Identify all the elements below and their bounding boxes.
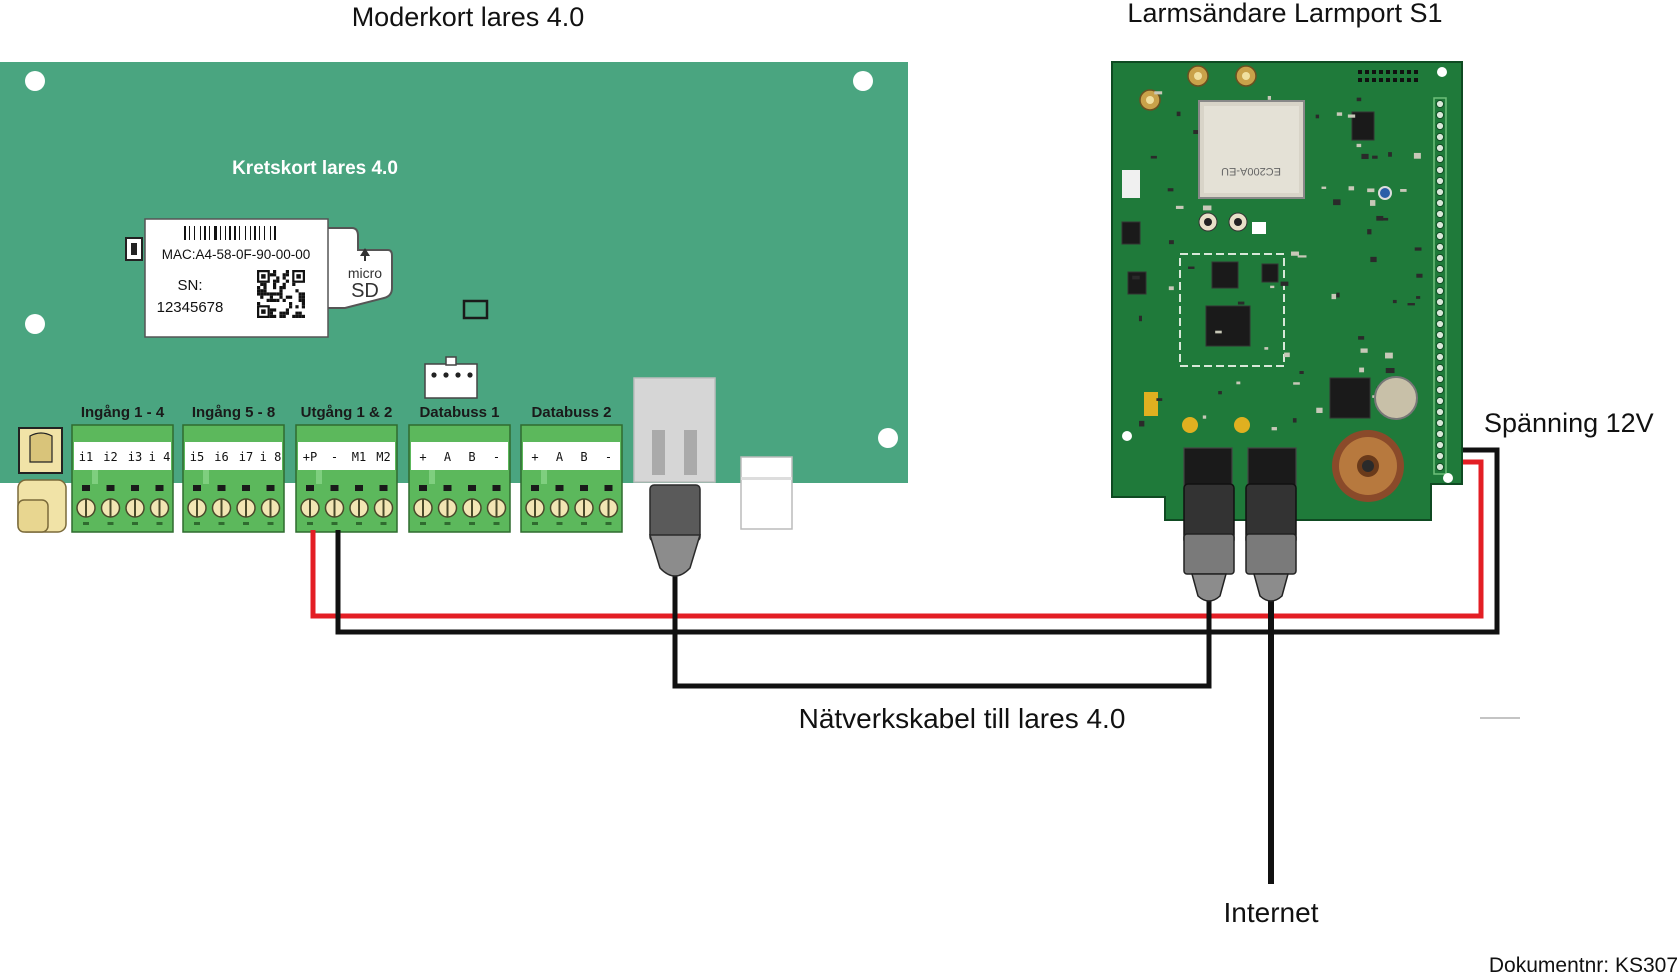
terminal-pin-label: -: [493, 450, 500, 464]
power-jack-connector: [17, 427, 67, 533]
network-plug-internet-side: [1245, 483, 1297, 602]
terminal-pin-label: i3: [128, 450, 142, 464]
serial-label: SN:: [177, 277, 202, 294]
four-pin-connector: [424, 356, 478, 399]
power-wire-black: [335, 447, 1500, 635]
terminal-pin-label: +: [419, 450, 426, 464]
terminal-block-title: Ingång 1 - 4: [81, 404, 165, 421]
terminal-pin-label: M1: [352, 450, 366, 464]
terminal-blocks: Ingång 1 - 4 i1 i2 i3 i 4 Ingång 5 - 8 i5 i6 i7 i…: [71, 404, 623, 533]
network-plug-mainboard: [648, 484, 702, 577]
board-label: Kretskort lares 4.0: [232, 158, 398, 179]
terminal-block-title: Databuss 1: [419, 404, 499, 421]
led-component: [462, 299, 489, 320]
terminal-pin-label: i 8: [260, 450, 282, 464]
mainboard-title: Moderkort lares 4.0: [352, 2, 585, 32]
terminal-pin-label: -: [605, 450, 612, 464]
power-wire-red: [310, 459, 1484, 619]
micro-sd-card: micro SD: [317, 227, 393, 309]
terminal-block-title: Utgång 1 & 2: [301, 404, 393, 421]
sd-card-text-sd: SD: [351, 280, 379, 302]
document-number: Dokumentnr: KS307: [1489, 954, 1678, 974]
coin-battery: [1374, 376, 1418, 420]
label-card: MAC:A4-58-0F-90-00-00 SN: 12345678: [144, 218, 329, 338]
terminal-pin-label: B: [468, 450, 475, 464]
terminal-pin-label: B: [580, 450, 587, 464]
terminal-block: Ingång 5 - 8 i5 i6 i7 i 8: [182, 404, 285, 533]
terminal-pin-label: -: [331, 450, 338, 464]
power-label: Spänning 12V: [1484, 408, 1654, 438]
modem-text: EC200A-EU: [1221, 165, 1281, 177]
serial-number: 12345678: [157, 299, 224, 316]
rj45-jack-1: [1183, 447, 1233, 489]
mount-hole: [25, 314, 45, 334]
terminal-pin-label: i1: [79, 450, 93, 464]
barcode: [184, 226, 276, 240]
terminal-pin-label: i 4: [149, 450, 171, 464]
terminal-pin-label: A: [444, 450, 452, 464]
button-component-core: [131, 243, 137, 255]
rj45-jack-2: [1247, 447, 1297, 489]
terminal-block: Databuss 2 + A B -: [520, 404, 623, 533]
terminal-block-title: Databuss 2: [531, 404, 611, 421]
transmitter-pcb: EC200A-EU: [1111, 61, 1463, 521]
terminal-block: Ingång 1 - 4 i1 i2 i3 i 4: [71, 404, 174, 533]
mount-hole: [25, 71, 45, 91]
network-cable: [672, 573, 1212, 689]
terminal-block-title: Ingång 5 - 8: [192, 404, 275, 421]
network-cable-label: Nätverkskabel till lares 4.0: [799, 703, 1126, 734]
mount-hole: [853, 71, 873, 91]
sd-arrow-icon: [360, 248, 370, 256]
terminal-block: Databuss 1 + A B -: [408, 404, 511, 533]
usb-port: [740, 456, 793, 530]
sd-card-text-micro: micro: [348, 265, 382, 281]
mac-address: MAC:A4-58-0F-90-00-00: [162, 247, 311, 262]
toroid-coil: [1332, 430, 1404, 502]
terminal-pin-label: i6: [214, 450, 228, 464]
terminal-block: Utgång 1 & 2 +P-M1 M2: [295, 404, 398, 533]
internet-label: Internet: [1224, 897, 1319, 928]
transmitter-title: Larmsändare Larmport S1: [1127, 0, 1442, 28]
terminal-pin-label: i5: [190, 450, 204, 464]
mount-hole: [878, 428, 898, 448]
terminal-pin-label: i2: [103, 450, 117, 464]
terminal-pin-label: M2: [376, 450, 390, 464]
terminal-pin-label: +P: [303, 450, 317, 464]
qr-code: [257, 270, 305, 318]
terminal-pin-label: +: [531, 450, 538, 464]
rj45-port-mainboard: [633, 377, 716, 483]
terminal-pin-label: i7: [239, 450, 253, 464]
network-plug-lares-side: [1183, 483, 1235, 602]
terminal-pin-label: A: [556, 450, 564, 464]
